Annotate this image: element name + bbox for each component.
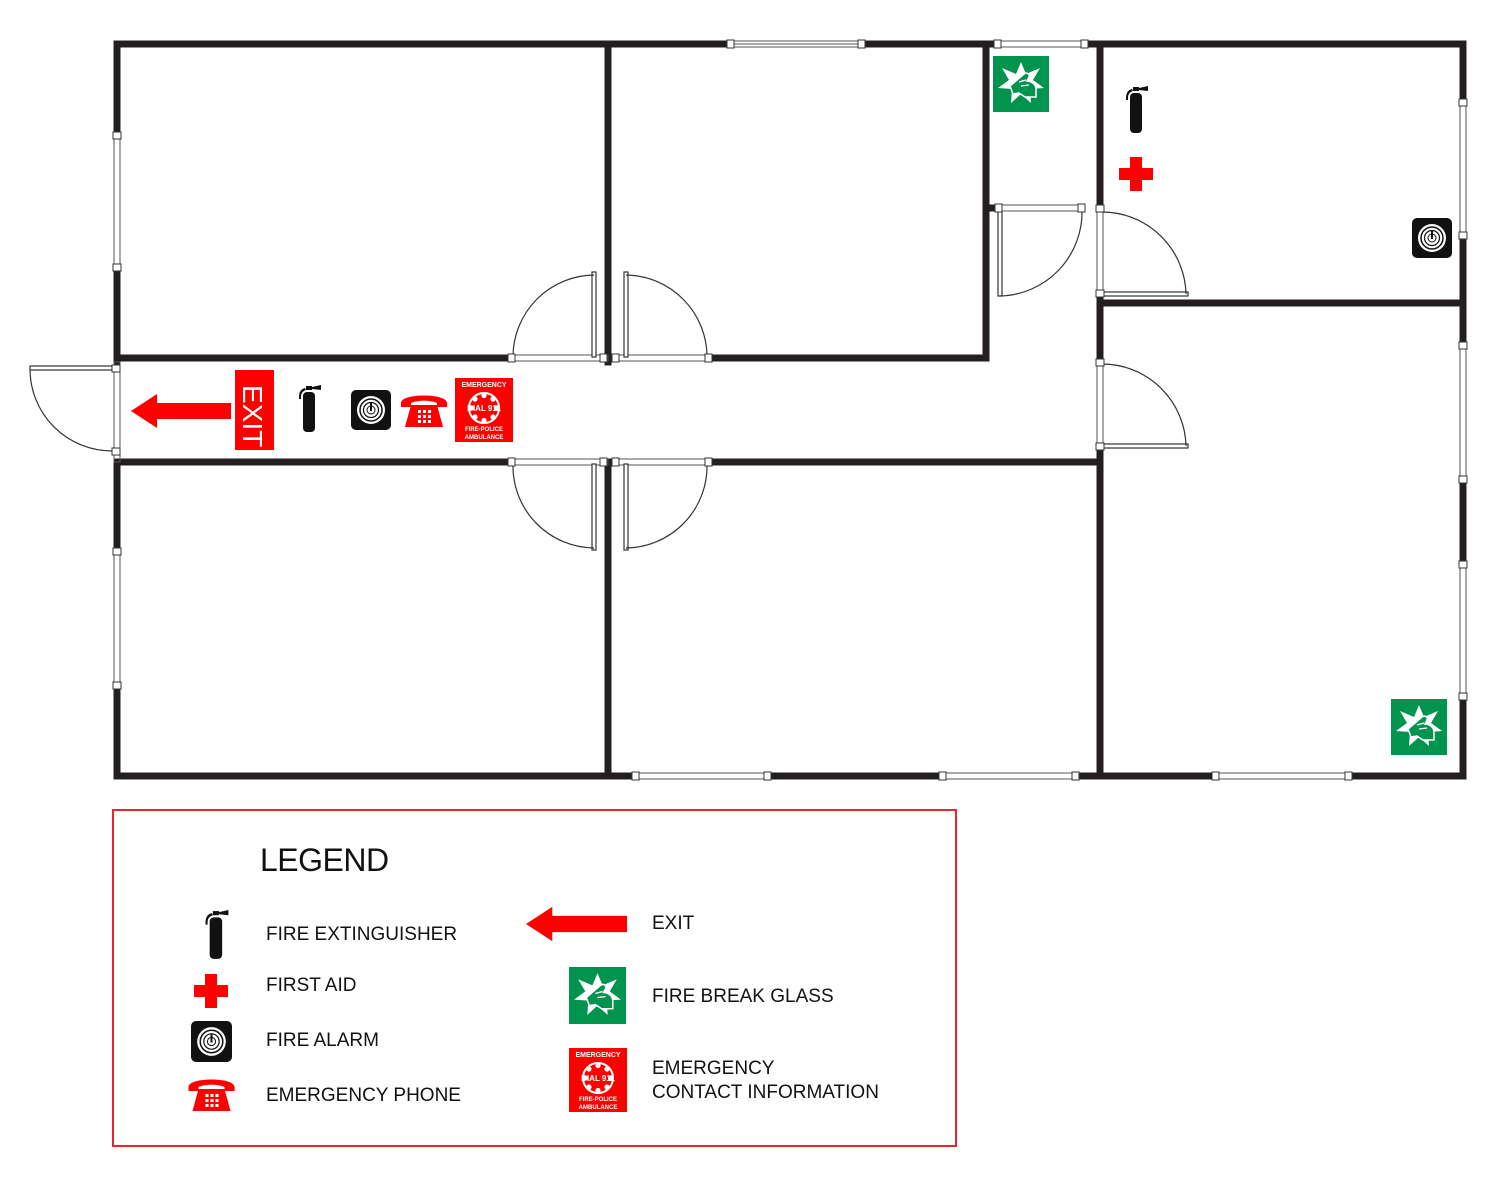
legend-label-fire-alarm: FIRE ALARM — [266, 1030, 379, 1051]
legend-title: LEGEND — [260, 842, 389, 878]
fire-extinguisher-icon — [205, 910, 229, 959]
legend-card-middle: DIAL 911 — [581, 1074, 615, 1083]
windows — [112, 39, 1468, 781]
plan-fire-extinguisher-icon — [299, 385, 321, 432]
fire-alarm-icon — [191, 1021, 232, 1062]
plan-exit-sign: EXIT — [235, 370, 274, 450]
legend-box — [112, 809, 957, 1147]
plan-first-aid-icon — [1119, 157, 1153, 191]
fire-break-glass-icon — [569, 967, 626, 1024]
plan-card-middle: DIAL 911 — [467, 404, 501, 413]
plan-fire-break-glass-icon — [1390, 698, 1448, 756]
legend-label-emergency-phone: EMERGENCY PHONE — [266, 1085, 461, 1106]
plan-fire-alarm-icon — [1411, 217, 1453, 259]
plan-fire-extinguisher-icon — [1126, 86, 1148, 133]
plan-fire-alarm-icon — [350, 389, 392, 431]
doors — [29, 203, 1189, 551]
legend-label-emergency-contact: EMERGENCY CONTACT INFORMATION — [652, 1058, 879, 1103]
emergency-phone-icon — [188, 1079, 235, 1111]
plan-exit-arrow-icon — [131, 394, 231, 428]
walls — [113, 40, 1467, 780]
plan-fire-break-glass-icon — [992, 55, 1050, 113]
legend-label-first-aid: FIRST AID — [266, 975, 357, 996]
plan-emergency-phone-icon — [401, 395, 447, 427]
plan-card-bottom1: FIRE-POLICE — [465, 427, 503, 433]
first-aid-icon — [194, 974, 228, 1008]
legend-card-bottom2: AMBULANCE — [579, 1105, 618, 1111]
legend-label-fire-break-glass: FIRE BREAK GLASS — [652, 986, 834, 1007]
plan-card-top: EMERGENCY — [461, 382, 506, 389]
legend-label-fire-extinguisher: FIRE EXTINGUISHER — [266, 924, 458, 945]
emergency-contact-icon: EMERGENCY DIAL 911 FIRE-POLICE AMBULANCE — [569, 1048, 627, 1112]
plan-emergency-contact-icon: EMERGENCY DIAL 911 FIRE-POLICE AMBULANCE — [454, 377, 514, 443]
legend-card-bottom1: FIRE-POLICE — [579, 1097, 617, 1103]
legend-card-top: EMERGENCY — [575, 1052, 620, 1059]
plan-card-bottom2: AMBULANCE — [465, 435, 504, 441]
exit-arrow-icon — [526, 906, 627, 942]
plan-exit-sign-text: EXIT — [237, 385, 268, 447]
legend-label-exit: EXIT — [652, 913, 695, 934]
floor-plan: EXIT EMERGENCY DIAL 911 FIRE-POLICE AMBU… — [29, 39, 1468, 781]
